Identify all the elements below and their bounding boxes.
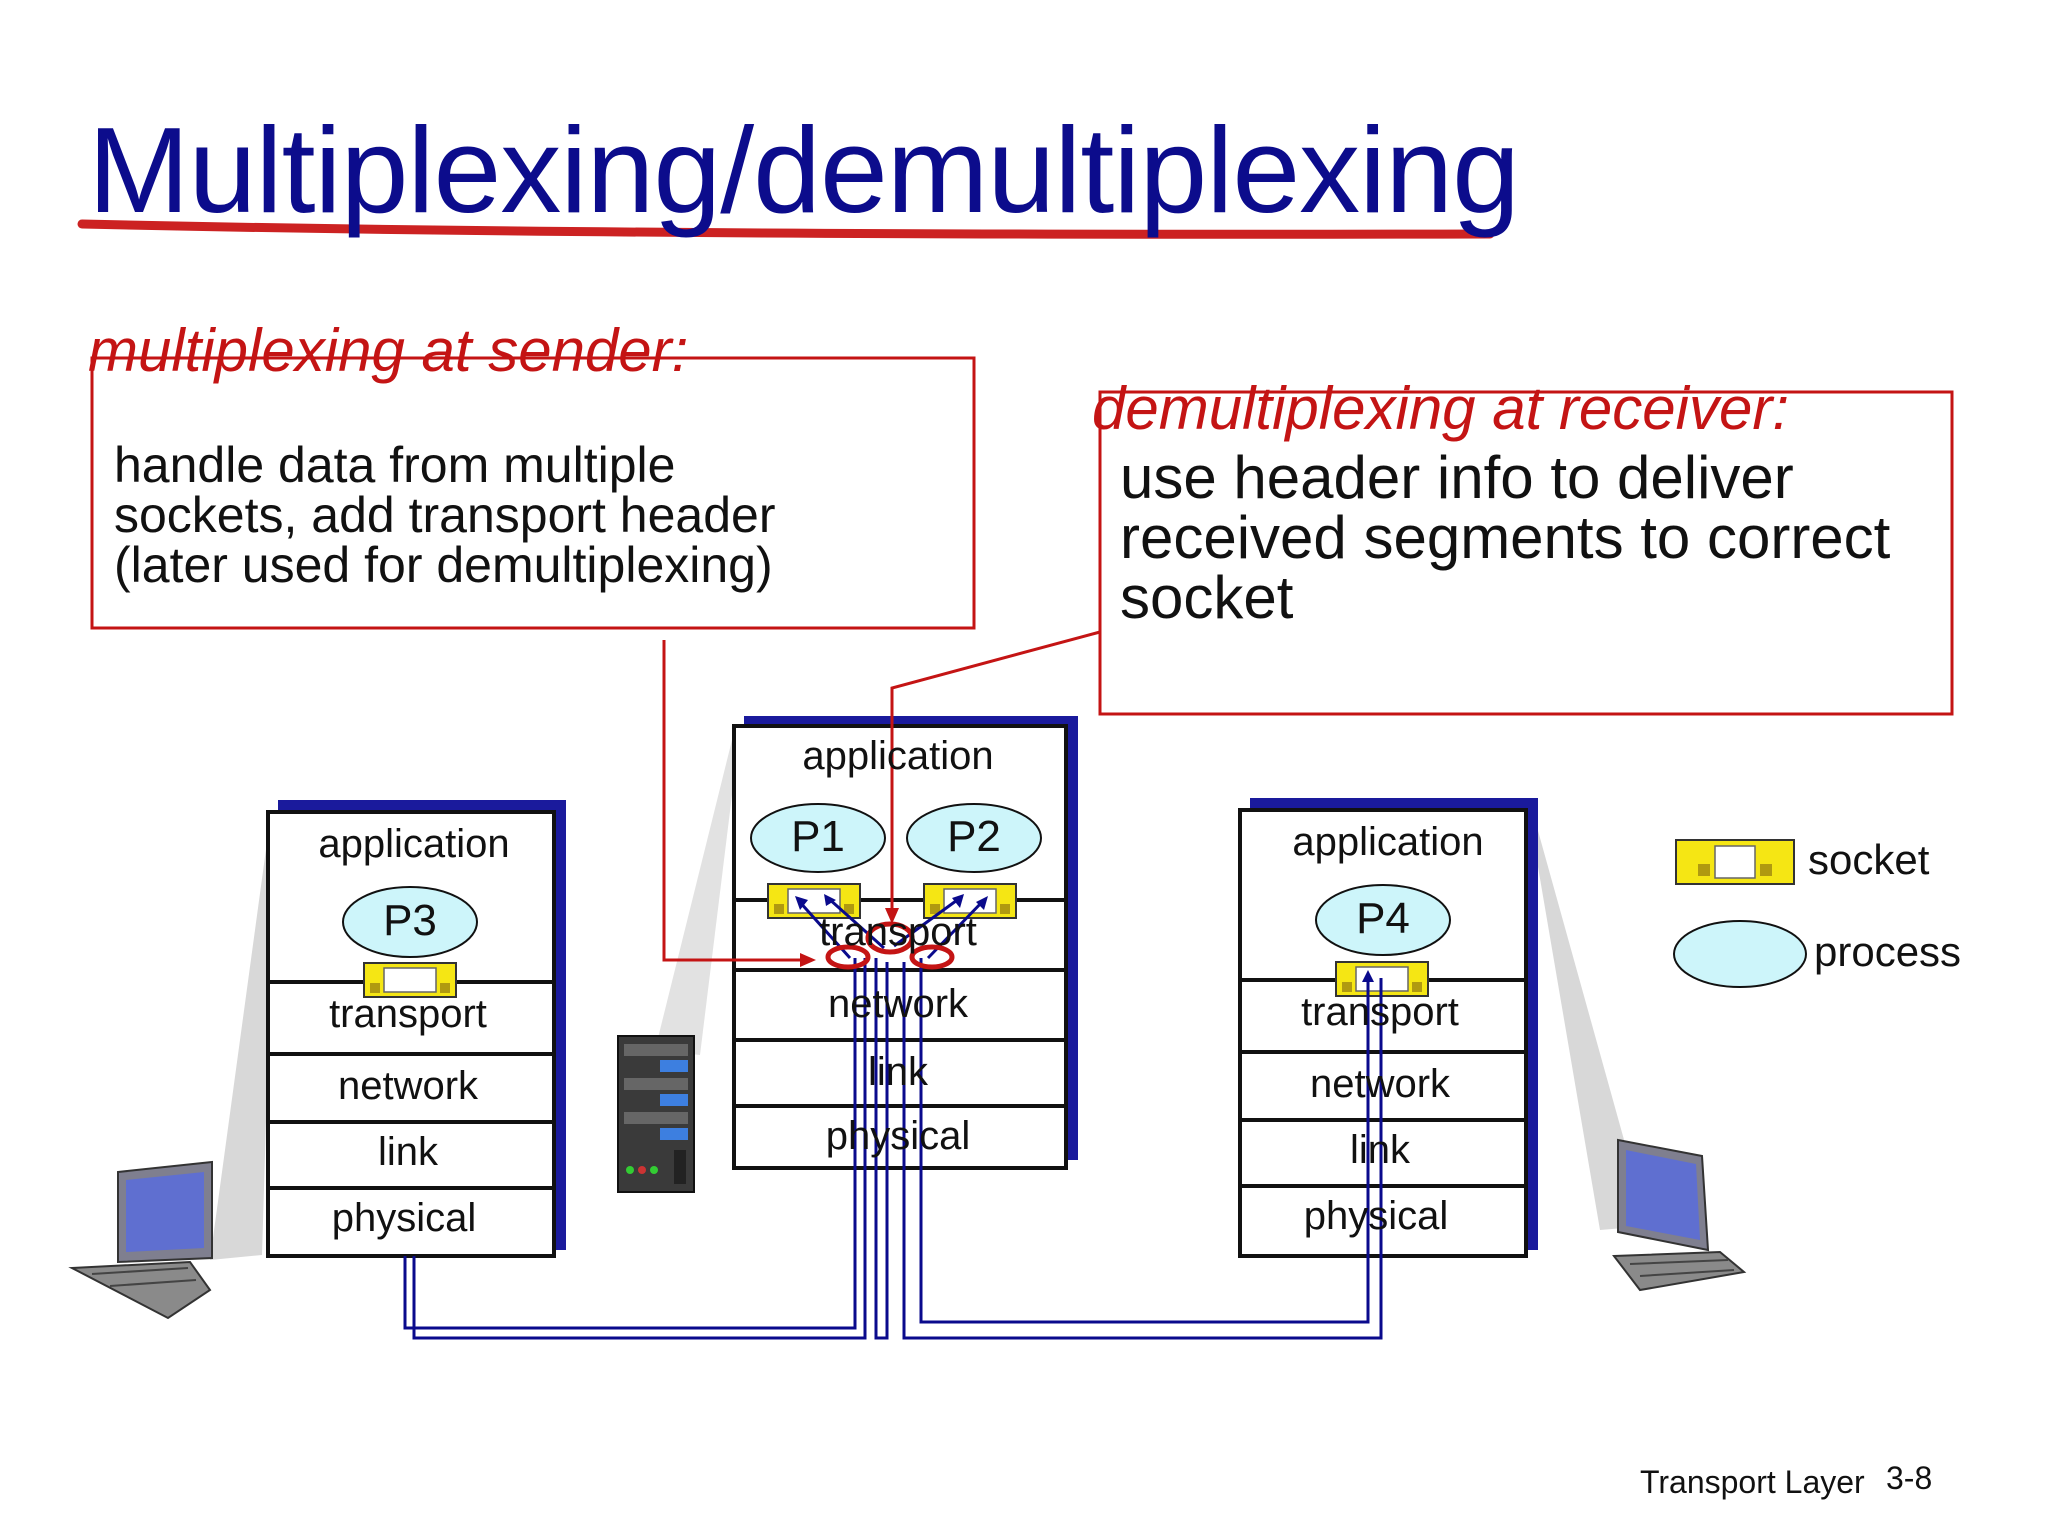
left-stack — [266, 800, 566, 1258]
middle-stack-frame — [732, 724, 1068, 1170]
legend-socket-icon — [1675, 839, 1795, 885]
left-application-label: application — [318, 822, 510, 866]
middle-network-label: network — [827, 982, 969, 1026]
sender-body: handle data from multiple sockets, add t… — [114, 440, 776, 590]
left-stack-frame — [266, 810, 556, 1258]
wire-right — [902, 958, 1383, 1340]
right-transport-label: transport — [1301, 990, 1459, 1034]
right-stack — [1238, 798, 1538, 1258]
receiver-line-1: use header info to deliver — [1120, 444, 1794, 511]
sender-line-2: sockets, add transport header — [114, 487, 776, 543]
middle-transport-label: transport — [819, 910, 977, 954]
right-application-label: application — [1292, 820, 1484, 864]
left-link-label: link — [377, 1130, 439, 1174]
socket-left — [363, 962, 457, 998]
left-computer-icon — [68, 1160, 213, 1320]
wire-left — [403, 958, 889, 1340]
legend-process-label: process — [1814, 928, 1962, 975]
right-network-label: network — [1309, 1062, 1451, 1106]
middle-application-label: application — [802, 734, 994, 778]
callout-connectors — [662, 630, 1101, 962]
process-p2 — [906, 803, 1042, 873]
footer-page-number: 3-8 — [1886, 1460, 1933, 1496]
title-underline — [77, 219, 1495, 239]
server-beam — [655, 728, 740, 1055]
legend-process-icon — [1673, 920, 1807, 988]
left-transport-label: transport — [329, 992, 487, 1036]
process-p1 — [750, 803, 886, 873]
process-p4 — [1315, 884, 1451, 956]
right-physical-label: physical — [1303, 1194, 1449, 1238]
sender-callout-box — [90, 356, 976, 630]
left-network-label: network — [337, 1064, 479, 1108]
arrow-heads — [795, 894, 1374, 982]
p3-label: P3 — [383, 896, 437, 945]
sender-arrow-head — [800, 953, 816, 967]
p1-label: P1 — [791, 812, 845, 861]
receiver-body: use header info to deliver received segm… — [1120, 448, 1890, 628]
right-link-label: link — [1349, 1128, 1411, 1172]
footer-section-label: Transport Layer — [1640, 1464, 1865, 1500]
left-physical-label: physical — [331, 1196, 477, 1240]
legend-socket-label: socket — [1808, 836, 1930, 883]
process-p3 — [342, 886, 478, 958]
left-host-beam — [210, 820, 275, 1260]
p2-label: P2 — [947, 812, 1001, 861]
receiver-line-3: socket — [1120, 564, 1294, 631]
red-socket-markers — [825, 921, 955, 970]
receiver-arrow-head — [885, 908, 899, 924]
right-computer-icon — [1612, 1138, 1747, 1292]
server-icon — [617, 1035, 695, 1193]
sender-line-1: handle data from multiple — [114, 437, 676, 493]
middle-physical-label: physical — [825, 1114, 971, 1158]
page-title: Multiplexing/demultiplexing — [88, 102, 1520, 238]
middle-stack — [732, 716, 1078, 1170]
receiver-line-2: received segments to correct — [1120, 504, 1891, 571]
sender-heading: multiplexing at sender: — [88, 317, 689, 384]
sender-line-3: (later used for demultiplexing) — [114, 537, 773, 593]
right-host-beam — [1530, 820, 1648, 1230]
receiver-callout-box — [1098, 390, 1954, 716]
p4-label: P4 — [1356, 894, 1410, 943]
middle-link-label: link — [867, 1050, 929, 1094]
receiver-heading: demultiplexing at receiver: — [1092, 375, 1790, 442]
